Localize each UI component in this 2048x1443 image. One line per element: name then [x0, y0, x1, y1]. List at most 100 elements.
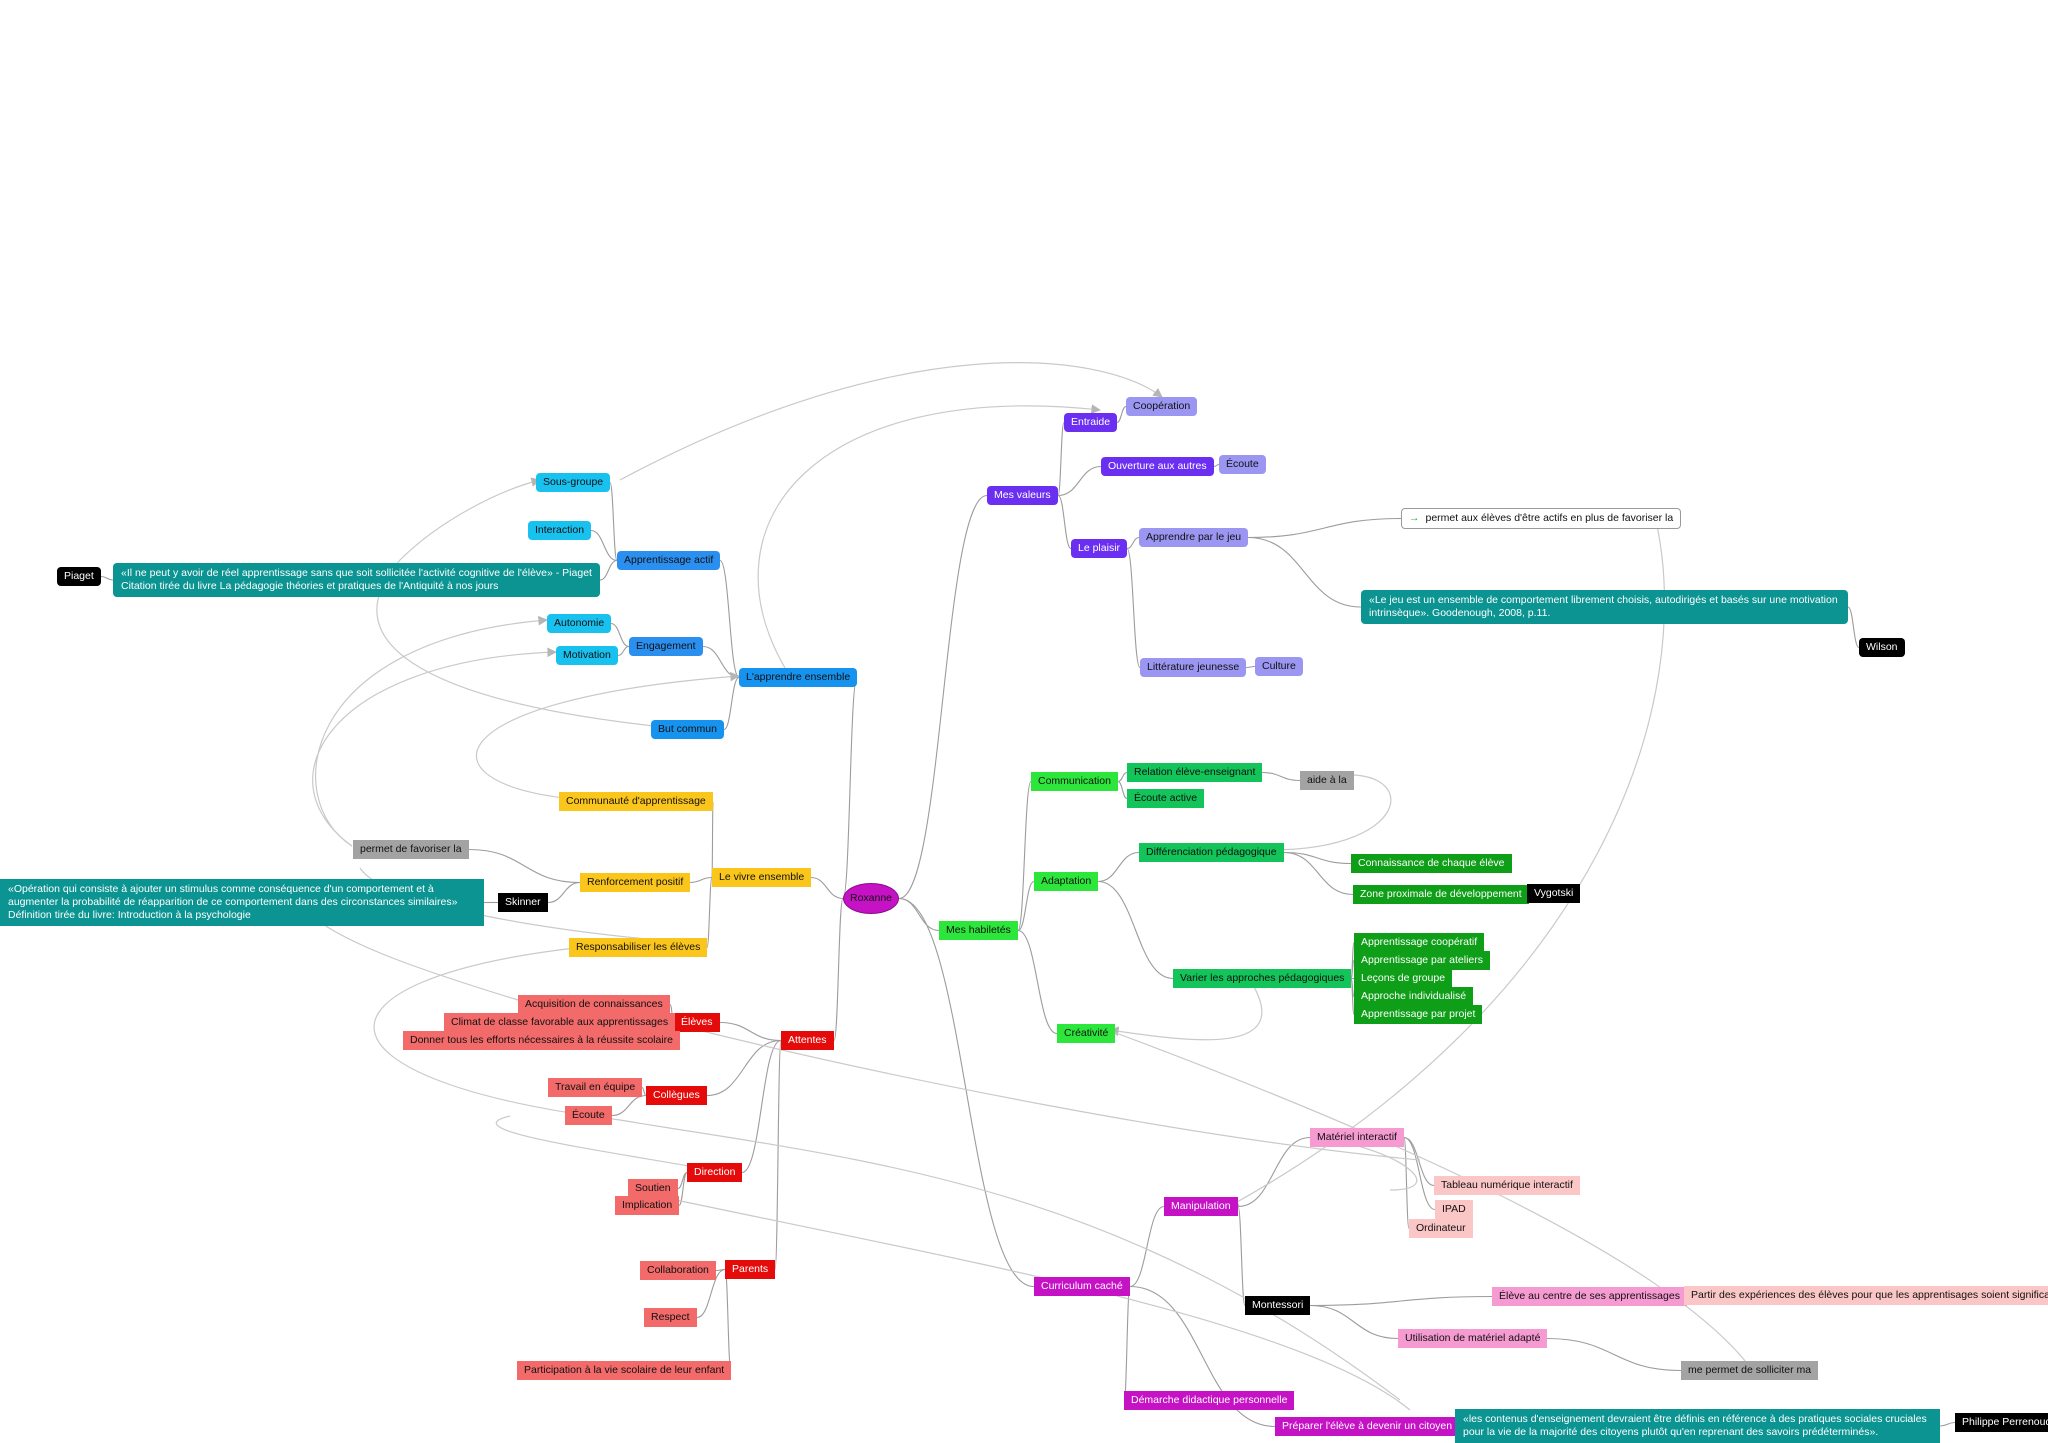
connector [1939, 1421, 1956, 1427]
node-collegues[interactable]: Collègues [646, 1086, 707, 1105]
node-sous-groupe[interactable]: Sous-groupe [536, 473, 611, 492]
node-apprentissage-projet[interactable]: Apprentissage par projet [1354, 1005, 1483, 1024]
connector [599, 559, 618, 581]
node-le-plaisir[interactable]: Le plaisir [1071, 539, 1128, 558]
node-vygotski[interactable]: Vygotski [1527, 884, 1581, 903]
node-philippe-perrenoud[interactable]: Philippe Perrenoud [1955, 1413, 2048, 1432]
node-wilson[interactable]: Wilson [1859, 638, 1905, 657]
connector [678, 1171, 688, 1207]
connector [547, 881, 581, 904]
node-autonomie[interactable]: Autonomie [547, 614, 612, 633]
node-me-permet[interactable]: me permet de solliciter ma [1681, 1361, 1819, 1380]
node-piaget[interactable]: Piaget [57, 567, 101, 586]
node-communaute-apprentissage[interactable]: Communauté d'apprentissage [559, 792, 713, 811]
node-but-commun[interactable]: But commun [651, 720, 724, 739]
node-ordinateur[interactable]: Ordinateur [1409, 1219, 1473, 1238]
node-cooperation[interactable]: Coopération [1126, 397, 1198, 416]
node-jeu-quote[interactable]: «Le jeu est un ensemble de comportement … [1361, 590, 1848, 624]
node-travail-equipe[interactable]: Travail en équipe [548, 1078, 643, 1097]
node-attentes[interactable]: Attentes [781, 1031, 834, 1050]
node-apprentissage-ateliers[interactable]: Apprentissage par ateliers [1354, 951, 1490, 970]
node-mes-valeurs[interactable]: Mes valeurs [987, 486, 1058, 505]
node-skinner-quote[interactable]: «Opération qui consiste à ajouter un sti… [0, 879, 484, 926]
node-le-vivre-ensemble[interactable]: Le vivre ensemble [712, 868, 812, 887]
node-adaptation[interactable]: Adaptation [1034, 872, 1099, 891]
connector [723, 676, 740, 731]
node-ecoute-active[interactable]: Écoute active [1127, 789, 1205, 808]
node-lecons-groupe[interactable]: Leçons de groupe [1354, 969, 1453, 988]
node-montessori[interactable]: Montessori [1245, 1296, 1311, 1315]
node-utilisation-materiel[interactable]: Utilisation de matériel adapté [1398, 1329, 1548, 1348]
node-differenciation[interactable]: Différenciation pédagogique [1139, 843, 1284, 862]
node-apprentissage-cooperatif[interactable]: Apprentissage coopératif [1354, 933, 1485, 952]
connector [100, 575, 114, 581]
cross-link [376, 477, 655, 727]
node-responsabiliser[interactable]: Responsabiliser les élèves [569, 938, 708, 957]
node-ipad[interactable]: IPAD [1435, 1200, 1473, 1219]
node-renforcement-positif[interactable]: Renforcement positif [580, 873, 691, 892]
connector [1017, 880, 1035, 932]
node-respect[interactable]: Respect [644, 1308, 697, 1327]
node-partir-experiences[interactable]: Partir des expériences des élèves pour q… [1684, 1286, 2048, 1305]
connector [1309, 1295, 1493, 1307]
connector [711, 800, 714, 879]
node-climat[interactable]: Climat de classe favorable aux apprentis… [444, 1013, 676, 1032]
node-curriculum-cache[interactable]: Curriculum caché [1034, 1277, 1130, 1296]
node-interaction[interactable]: Interaction [528, 521, 592, 540]
node-apprendre-jeu[interactable]: Apprendre par le jeu [1139, 528, 1249, 547]
node-entraide[interactable]: Entraide [1064, 413, 1118, 432]
node-preparer-citoyen[interactable]: Préparer l'élève à devenir un citoyen [1275, 1417, 1460, 1436]
node-permet-actifs[interactable]: →permet aux élèves d'être actifs en plus… [1401, 508, 1682, 529]
connector [1017, 780, 1032, 932]
node-ouverture[interactable]: Ouverture aux autres [1101, 457, 1214, 476]
node-tableau-numerique[interactable]: Tableau numérique interactif [1434, 1176, 1580, 1195]
node-participation[interactable]: Participation à la vie scolaire de leur … [517, 1361, 732, 1380]
node-eleve-centre[interactable]: Élève au centre de ses apprentissages [1492, 1287, 1687, 1306]
node-motivation[interactable]: Motivation [556, 646, 618, 665]
node-aide-a-la[interactable]: aide à la [1300, 771, 1354, 790]
connector [1261, 771, 1301, 782]
node-materiel-interactif[interactable]: Matériel interactif [1310, 1128, 1404, 1147]
node-communication[interactable]: Communication [1031, 772, 1118, 791]
node-approche-individualise[interactable]: Approche individualisé [1354, 987, 1474, 1006]
node-skinner[interactable]: Skinner [498, 893, 548, 912]
connector [1847, 606, 1860, 649]
node-apprentissage-actif[interactable]: Apprentissage actif [617, 551, 721, 570]
node-connaissance[interactable]: Connaissance de chaque élève [1351, 854, 1512, 873]
node-direction[interactable]: Direction [687, 1163, 743, 1182]
connector [1309, 1304, 1399, 1340]
connector [898, 897, 940, 932]
node-acquisition[interactable]: Acquisition de connaissances [518, 995, 670, 1014]
connector [1283, 851, 1352, 865]
node-parents[interactable]: Parents [725, 1260, 776, 1279]
node-piaget-quote[interactable]: «Il ne peut y avoir de réel apprentissag… [113, 563, 600, 597]
connector [898, 494, 988, 900]
node-ecoute-valeurs[interactable]: Écoute [1219, 455, 1266, 474]
connector [706, 876, 713, 949]
connector [468, 848, 581, 884]
node-zone-proximale[interactable]: Zone proximale de développement [1353, 885, 1529, 904]
node-mes-habiletes[interactable]: Mes habiletés [939, 921, 1018, 940]
node-efforts[interactable]: Donner tous les efforts nécessaires à la… [403, 1031, 681, 1050]
node-demarche[interactable]: Démarche didactique personnelle [1124, 1391, 1295, 1410]
node-varier[interactable]: Varier les approches pédagogiques [1173, 969, 1352, 988]
node-collaboration[interactable]: Collaboration [640, 1261, 716, 1280]
root-node[interactable]: Roxanne [843, 883, 899, 914]
node-creativite[interactable]: Créativité [1057, 1024, 1116, 1043]
node-litterature[interactable]: Littérature jeunesse [1140, 658, 1247, 677]
connector [1097, 880, 1174, 980]
node-manipulation[interactable]: Manipulation [1164, 1197, 1238, 1216]
node-perrenoud-quote[interactable]: «les contenus d'enseignement devraient ê… [1455, 1409, 1940, 1443]
node-engagement[interactable]: Engagement [629, 637, 703, 656]
node-l-apprendre-ensemble[interactable]: L'apprendre ensemble [739, 668, 858, 687]
node-relation[interactable]: Relation élève-enseignant [1127, 763, 1263, 782]
connector [1247, 517, 1402, 539]
node-ecoute-collegues[interactable]: Écoute [565, 1106, 612, 1125]
node-culture[interactable]: Culture [1255, 657, 1303, 676]
node-permet-favoriser[interactable]: permet de favoriser la [353, 840, 469, 859]
node-eleves[interactable]: Élèves [674, 1013, 720, 1032]
connector [706, 1039, 782, 1097]
node-implication[interactable]: Implication [615, 1196, 680, 1215]
node-soutien[interactable]: Soutien [628, 1179, 678, 1198]
